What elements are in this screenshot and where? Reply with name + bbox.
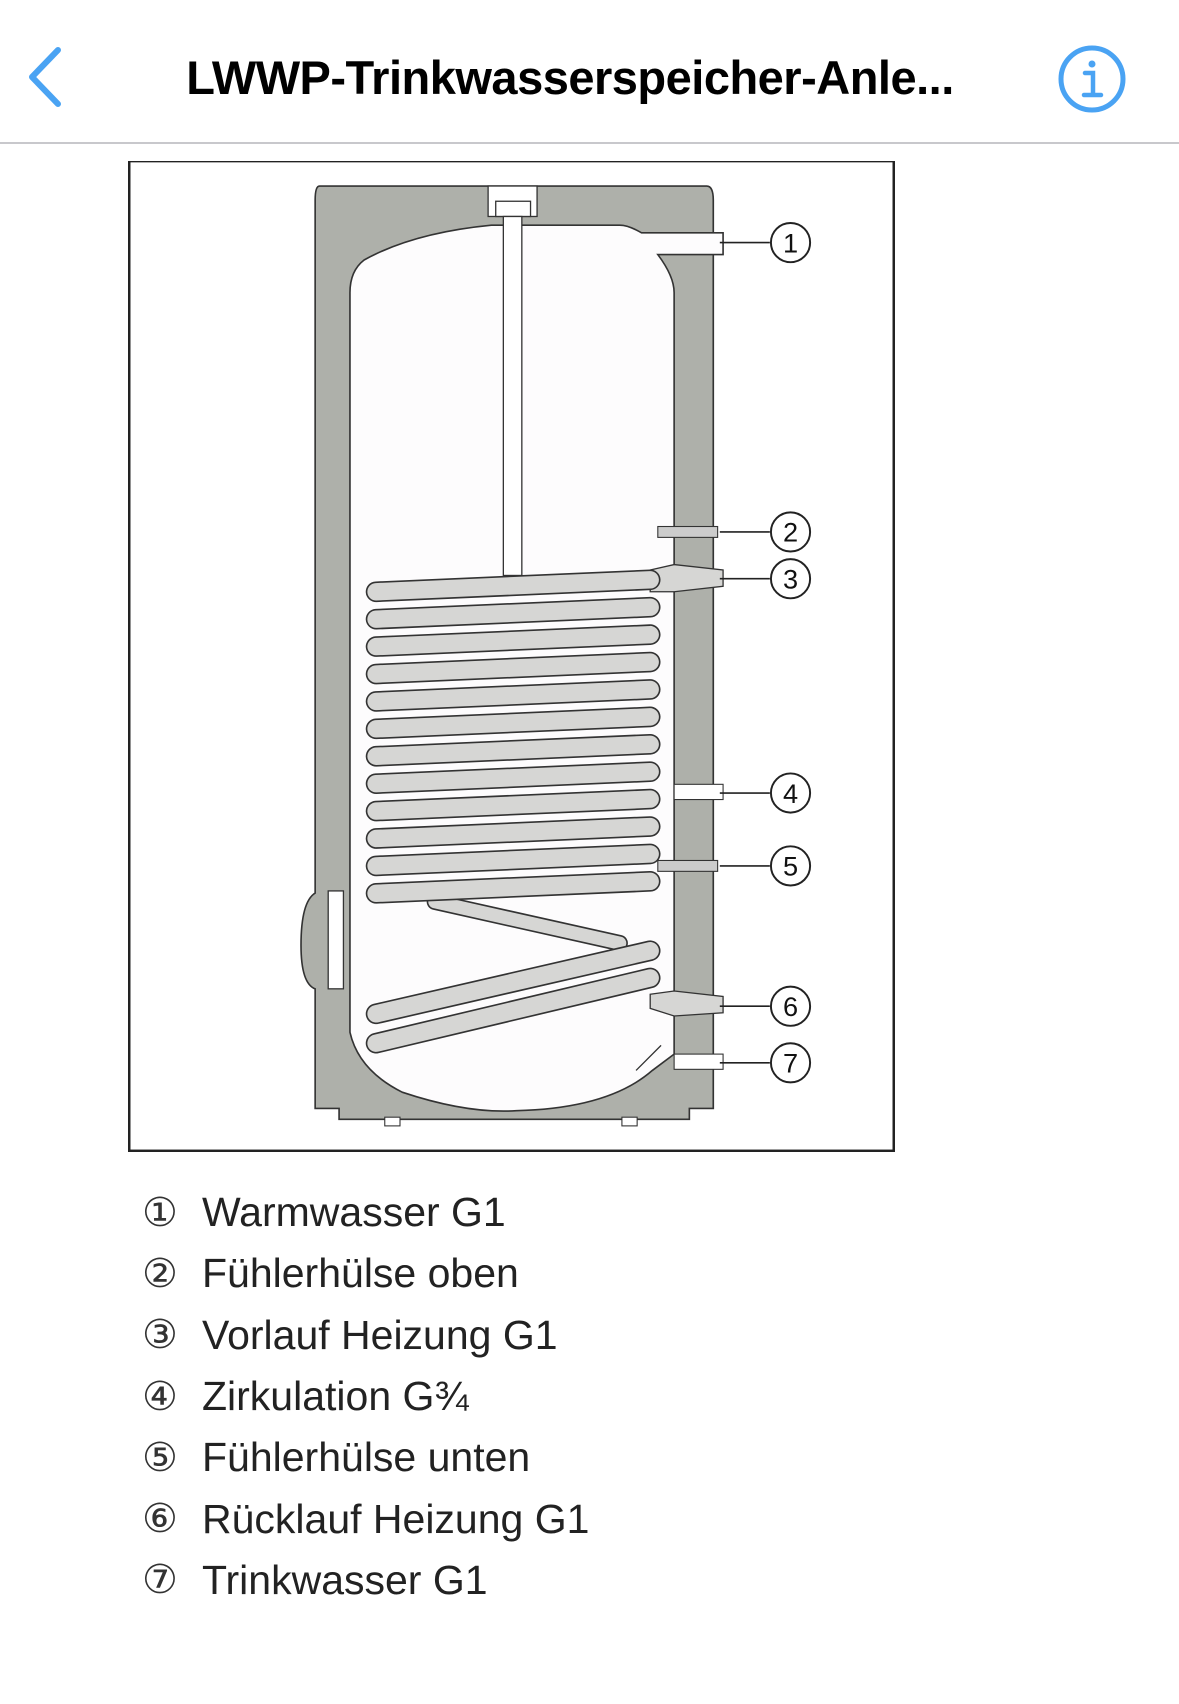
tank-cross-section: 1 2 3 4 5 6 7 bbox=[127, 159, 896, 1153]
legend-label: Fühlerhülse oben bbox=[202, 1250, 519, 1297]
callout-2: 2 bbox=[719, 511, 812, 553]
legend-item: ③ Vorlauf Heizung G1 bbox=[142, 1305, 589, 1366]
legend-label: Trinkwasser G1 bbox=[202, 1556, 488, 1603]
chevron-left-icon bbox=[29, 47, 61, 107]
legend-number: ⑥ bbox=[142, 1497, 178, 1542]
legend-item: ① Warmwasser G1 bbox=[142, 1182, 589, 1243]
legend-number: ⑦ bbox=[142, 1558, 178, 1603]
connection-legend: ① Warmwasser G1 ② Fühlerhülse oben ③ Vorlau… bbox=[142, 1182, 589, 1611]
info-button[interactable] bbox=[1056, 43, 1128, 115]
callout-number: 7 bbox=[783, 1048, 798, 1079]
back-button[interactable] bbox=[22, 44, 72, 110]
legend-label: Fühlerhülse unten bbox=[202, 1434, 531, 1481]
legend-number: ⑤ bbox=[142, 1435, 178, 1480]
callout-7: 7 bbox=[719, 1042, 812, 1084]
callout-3: 3 bbox=[719, 558, 812, 600]
legend-label: Zirkulation G¾ bbox=[202, 1373, 469, 1420]
callout-number: 3 bbox=[783, 564, 798, 595]
callout-4: 4 bbox=[719, 772, 812, 814]
legend-item: ② Fühlerhülse oben bbox=[142, 1243, 589, 1304]
legend-number: ② bbox=[142, 1251, 178, 1296]
legend-item: ⑤ Fühlerhülse unten bbox=[142, 1427, 589, 1488]
page-title: LWWP-Trinkwasserspeicher-Anle... bbox=[186, 51, 954, 104]
legend-number: ④ bbox=[142, 1374, 178, 1419]
info-circle-icon bbox=[1058, 45, 1126, 113]
callout-5: 5 bbox=[719, 845, 812, 887]
legend-item: ⑦ Trinkwasser G1 bbox=[142, 1550, 589, 1611]
legend-label: Vorlauf Heizung G1 bbox=[202, 1311, 558, 1358]
callout-number: 6 bbox=[783, 991, 798, 1022]
legend-item: ⑥ Rücklauf Heizung G1 bbox=[142, 1488, 589, 1549]
legend-label: Warmwasser G1 bbox=[202, 1189, 506, 1236]
callout-number: 4 bbox=[783, 778, 798, 809]
callout-number: 5 bbox=[783, 851, 798, 882]
legend-label: Rücklauf Heizung G1 bbox=[202, 1495, 590, 1542]
callout-number: 1 bbox=[783, 227, 798, 258]
navigation-bar: LWWP-Trinkwasserspeicher-Anle... bbox=[0, 0, 1179, 144]
legend-item: ④ Zirkulation G¾ bbox=[142, 1366, 589, 1427]
legend-number: ① bbox=[142, 1190, 178, 1235]
callout-6: 6 bbox=[719, 985, 812, 1027]
callout-1: 1 bbox=[719, 222, 812, 264]
callout-number: 2 bbox=[783, 517, 798, 548]
legend-number: ③ bbox=[142, 1313, 178, 1358]
storage-tank-diagram: 1 2 3 4 5 6 7 bbox=[127, 159, 896, 1153]
